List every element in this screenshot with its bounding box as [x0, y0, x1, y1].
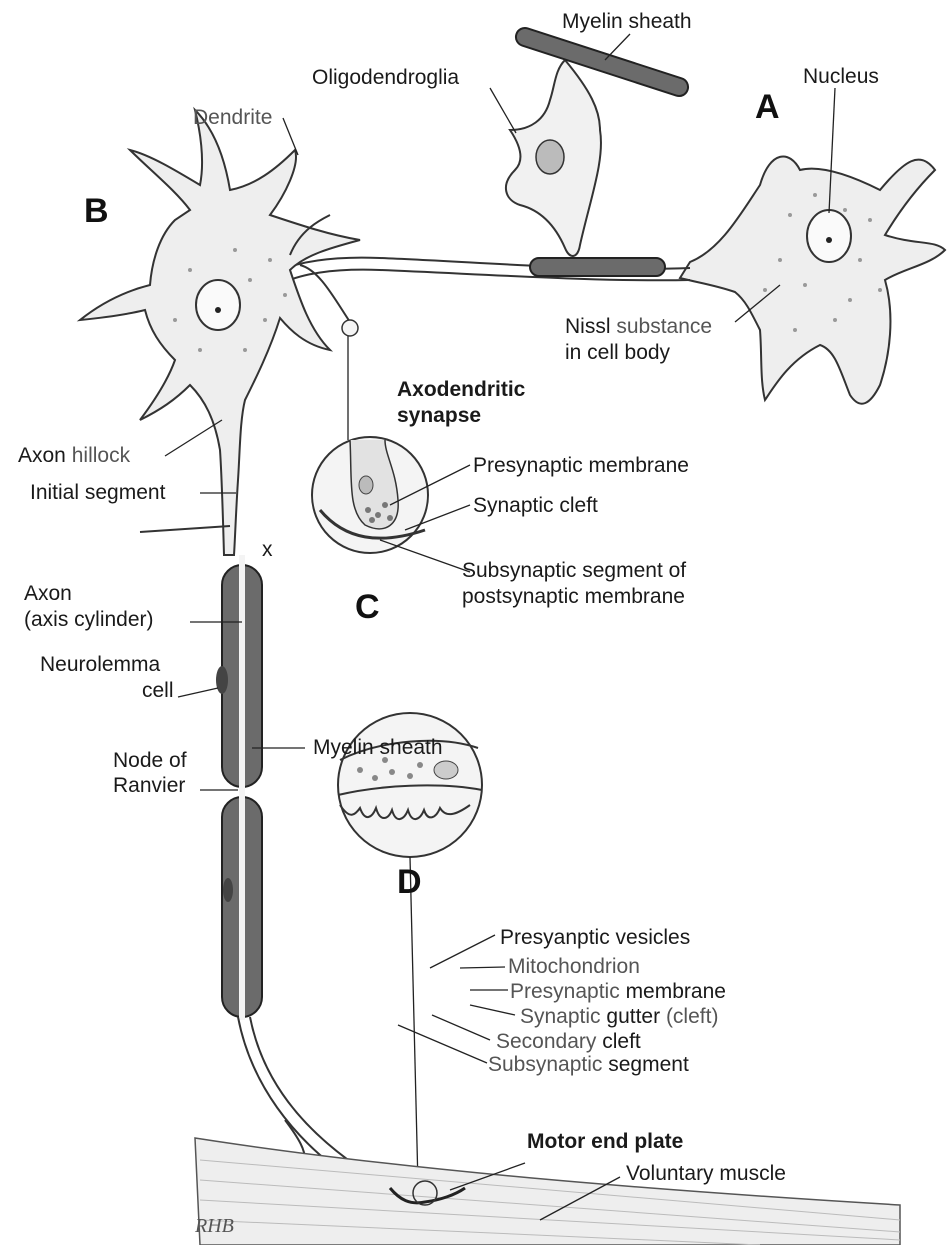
label-secondary-cleft: Secondary cleft: [496, 1030, 641, 1053]
panel-label-c: C: [355, 588, 380, 626]
label-initial-segment: Initial segment: [30, 481, 166, 504]
panel-label-a: A: [755, 88, 780, 126]
label-presynaptic-membrane-c: Presynaptic membrane: [473, 454, 689, 477]
label-nissl-cell-body: in cell body: [565, 341, 671, 364]
label-presynaptic-vesicles: Presyanptic vesicles: [500, 926, 690, 949]
label-neurolemma: Neurolemma: [40, 653, 161, 676]
panel-label-d: D: [397, 863, 422, 901]
label-motor-end-plate: Motor end plate: [527, 1130, 683, 1153]
label-synaptic-gutter: Synaptic gutter (cleft): [520, 1005, 718, 1028]
label-nucleus: Nucleus: [803, 65, 879, 88]
inset-d-motor-endplate: [338, 713, 482, 1185]
label-subsynaptic-2: postsynaptic membrane: [462, 585, 685, 608]
label-synapse: synapse: [397, 404, 481, 427]
neurolemma-nucleus: [216, 666, 228, 694]
label-voluntary-muscle: Voluntary muscle: [626, 1162, 786, 1185]
label-dendrite: Dendrite: [193, 106, 272, 129]
myelinated-axon: [216, 555, 425, 1210]
neuron-a: [680, 156, 945, 403]
panel-label-b: B: [84, 192, 109, 230]
artist-signature: RHB: [194, 1215, 234, 1237]
label-mitochondrion: Mitochondrion: [508, 955, 640, 978]
label-myelin-sheath-top: Myelin sheath: [562, 10, 692, 33]
neuron-a-cell-body: [680, 156, 945, 403]
oligodendroglia-cell: [506, 26, 690, 256]
label-x-mark: x: [262, 538, 273, 561]
neuron-b-nucleus: [196, 280, 240, 330]
label-subsynaptic-1: Subsynaptic segment of: [462, 559, 686, 582]
label-axon: Axon: [24, 582, 72, 605]
label-oligodendroglia: Oligodendroglia: [312, 66, 459, 89]
label-neurolemma-cell: cell: [142, 679, 174, 702]
label-subsynaptic-segment: Subsynaptic segment: [488, 1053, 689, 1076]
label-axon-hillock: Axon hillock: [18, 444, 131, 467]
myelin-sheath-top-bar: [514, 26, 691, 99]
voluntary-muscle: RHB: [194, 1138, 900, 1245]
label-ranvier: Ranvier: [113, 774, 185, 797]
label-presynaptic-membrane-d: Presynaptic membrane: [510, 980, 726, 1003]
label-synaptic-cleft: Synaptic cleft: [473, 494, 598, 517]
neuron-a-nucleolus: [826, 237, 832, 243]
label-nissl-substance: Nissl substance: [565, 315, 712, 338]
label-axis-cylinder: (axis cylinder): [24, 608, 154, 631]
label-node-of: Node of: [113, 749, 187, 772]
myelin-segment-a: [530, 258, 665, 276]
label-axodendritic: Axodendritic: [397, 378, 526, 401]
neuron-a-nucleus: [807, 210, 851, 262]
label-myelin-sheath-mid: Myelin sheath: [313, 736, 443, 759]
axodendritic-synapse-marker: [342, 320, 358, 336]
axon-collateral: [140, 526, 230, 532]
